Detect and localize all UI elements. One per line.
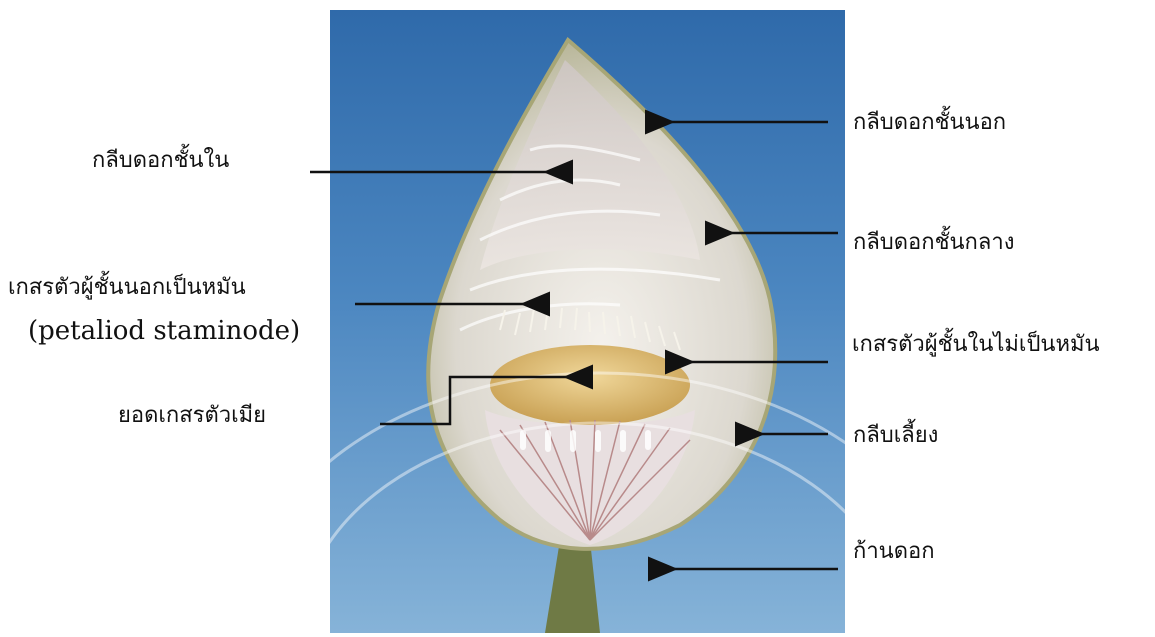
label-outer-stamen-en: (petaliod staminode): [28, 318, 300, 344]
label-outer-petal: กลีบดอกชั้นนอก: [853, 112, 1006, 134]
label-sepal: กลีบเลี้ยง: [853, 425, 938, 447]
label-inner-stamen: เกสรตัวผู้ชั้นในไม่เป็นหมัน: [852, 334, 1100, 356]
label-outer-stamen-th: เกสรตัวผู้ชั้นนอกเป็นหมัน: [8, 277, 246, 299]
receptacle: [490, 345, 690, 425]
label-peduncle: ก้านดอก: [853, 541, 935, 563]
label-stigma: ยอดเกสรตัวเมีย: [118, 405, 266, 427]
label-inner-petal: กลีบดอกชั้นใน: [92, 150, 229, 172]
label-middle-petal: กลีบดอกชั้นกลาง: [853, 232, 1014, 254]
